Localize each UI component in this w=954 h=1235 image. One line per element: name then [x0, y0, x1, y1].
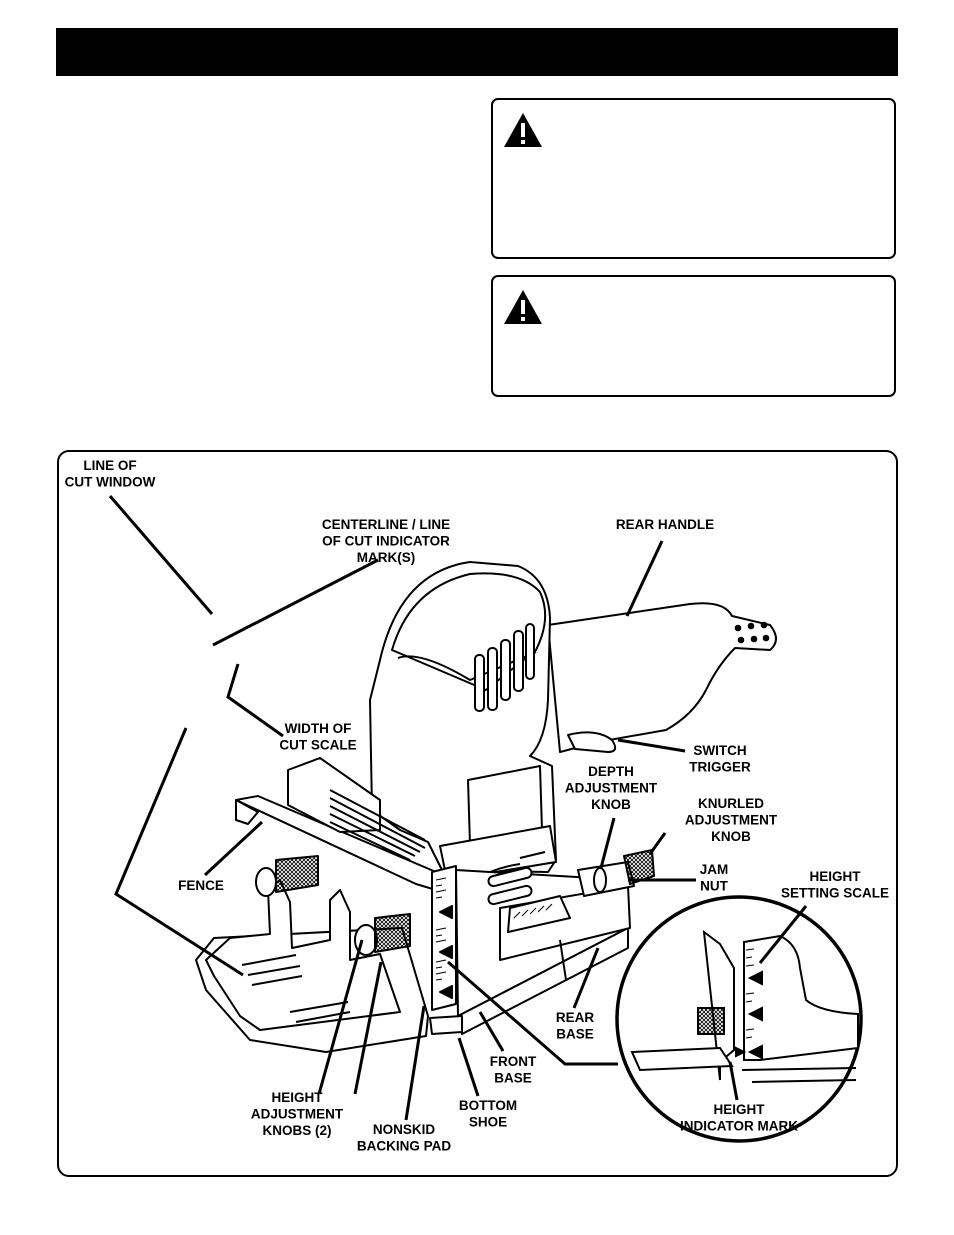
warning-triangle-icon [504, 290, 542, 324]
label-jam-nut: JAM NUT [700, 862, 729, 894]
warning-triangle-icon [504, 113, 542, 147]
label-line: BOTTOM [459, 1098, 517, 1113]
height-detail-inset [615, 895, 863, 1143]
leader-lines [108, 495, 808, 1121]
label-line: NUT [700, 879, 728, 894]
label-line: ADJUSTMENT [685, 813, 778, 828]
label-line: FRONT [490, 1054, 537, 1069]
label-line: HEIGHT [809, 869, 861, 884]
label-line: CENTERLINE / LINE [322, 517, 450, 532]
label-fence: FENCE [178, 878, 224, 893]
label-line: KNOBS (2) [262, 1123, 331, 1138]
label-line: KNOB [711, 829, 751, 844]
label-line: HEIGHT [713, 1102, 765, 1117]
label-rear-handle: REAR HANDLE [616, 517, 714, 532]
label-line: JAM [700, 862, 729, 877]
label-line: CUT SCALE [279, 738, 356, 753]
label-line: WIDTH OF [285, 721, 352, 736]
warning-box-2 [491, 275, 896, 397]
label-line: BASE [556, 1027, 594, 1042]
label-line: KNOB [591, 797, 631, 812]
label-height-setting-scale: HEIGHT SETTING SCALE [781, 869, 889, 901]
label-line: NONSKID [373, 1122, 436, 1137]
callout-labels: LINE OF CUT WINDOW CENTERLINE / LINE OF CUT… [65, 458, 889, 1154]
label-line: SWITCH [693, 743, 746, 758]
label-line: BACKING PAD [357, 1139, 452, 1154]
label-line: REAR [556, 1010, 595, 1025]
label-line-of-cut-window: LINE OF CUT WINDOW [65, 458, 156, 490]
label-front-base: FRONT BASE [490, 1054, 537, 1086]
label-line: REAR HANDLE [616, 517, 714, 532]
label-line: TRIGGER [689, 760, 751, 775]
label-bottom-shoe: BOTTOM SHOE [459, 1098, 517, 1130]
label-line: LINE OF [83, 458, 136, 473]
switch-trigger [567, 731, 617, 753]
label-line: KNURLED [698, 796, 764, 811]
section-header-bar [56, 28, 898, 76]
label-width-of-cut-scale: WIDTH OF CUT SCALE [279, 721, 356, 753]
label-line: CUT WINDOW [65, 475, 156, 490]
label-line: INDICATOR MARK [680, 1119, 798, 1134]
label-switch-trigger: SWITCH TRIGGER [689, 743, 751, 775]
label-line: DEPTH [588, 764, 634, 779]
label-line: FENCE [178, 878, 224, 893]
figure-frame [57, 450, 898, 1177]
label-line: SHOE [469, 1115, 507, 1130]
label-height-indicator-mark: HEIGHT INDICATOR MARK [680, 1102, 798, 1134]
rear-handle [547, 602, 777, 753]
label-line: OF CUT INDICATOR [322, 534, 450, 549]
label-line: ADJUSTMENT [565, 781, 658, 796]
label-line: BASE [494, 1071, 532, 1086]
label-line: ADJUSTMENT [251, 1107, 344, 1122]
label-nonskid-backing-pad: NONSKID BACKING PAD [357, 1122, 452, 1154]
warning-box-1 [491, 98, 896, 259]
label-line: MARK(S) [357, 550, 416, 565]
label-line: SETTING SCALE [781, 886, 889, 901]
label-rear-base: REAR BASE [556, 1010, 595, 1042]
label-line: HEIGHT [271, 1090, 323, 1105]
